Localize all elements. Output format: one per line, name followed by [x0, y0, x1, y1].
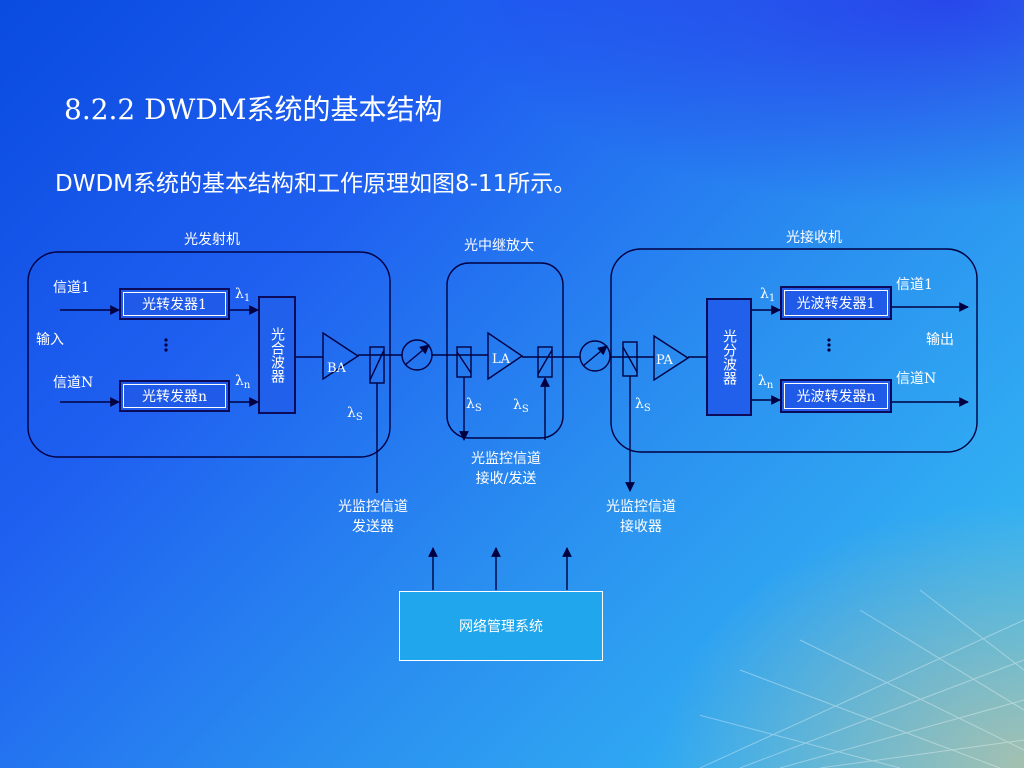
channel-1-input-label: 信道1	[53, 280, 90, 296]
lambda-1-tx: λ1	[235, 286, 251, 304]
transponder-n-label: 光转发器n	[141, 389, 208, 405]
transponder-1-box: 光转发器1	[119, 288, 230, 320]
repeater-group	[446, 262, 564, 439]
lambda-n-rx: λn	[758, 373, 774, 391]
optical-combiner-box: 光合波器	[258, 296, 296, 414]
osc-receiver-label: 光监控信道 接收器	[606, 499, 676, 535]
transponder-1-label: 光转发器1	[142, 297, 207, 313]
optical-combiner-label: 光合波器	[269, 327, 285, 383]
input-label: 输入	[36, 332, 64, 348]
lambda-s-repeater-out: λS	[513, 397, 529, 415]
lambda-n-tx: λn	[235, 373, 251, 391]
channel-n-input-label: 信道N	[53, 375, 94, 391]
wave-transponder-1-box: 光波转发器1	[780, 286, 892, 320]
receiver-group	[610, 248, 978, 453]
channel-1-output-label: 信道1	[896, 277, 933, 293]
decorative-grid-image	[700, 589, 1024, 768]
lambda-1-rx: λ1	[760, 286, 776, 304]
slide-title: 8.2.2 DWDM系统的基本结构	[64, 93, 443, 126]
slide-subtitle: DWDM系统的基本结构和工作原理如图8-11所示。	[55, 171, 577, 197]
wave-transponder-1-label: 光波转发器1	[796, 296, 876, 312]
network-management-system-box: 网络管理系统	[399, 591, 603, 661]
lambda-s-tx: λS	[347, 405, 363, 423]
channel-n-output-label: 信道N	[896, 371, 937, 387]
network-management-system-label: 网络管理系统	[459, 619, 543, 635]
output-label: 输出	[926, 332, 954, 348]
transponder-n-box: 光转发器n	[119, 380, 230, 412]
transmitter-title: 光发射机	[184, 232, 240, 248]
wave-transponder-n-label: 光波转发器n	[796, 389, 876, 405]
wave-transponder-n-box: 光波转发器n	[780, 379, 892, 413]
booster-amp-label: BA	[327, 361, 346, 376]
receiver-title: 光接收机	[786, 230, 842, 246]
repeater-title: 光中继放大	[464, 238, 534, 254]
osc-transmitter-label: 光监控信道 发送器	[338, 499, 408, 535]
line-amp-label: LA	[492, 352, 511, 367]
lambda-s-repeater-in: λS	[466, 396, 482, 414]
osc-transceiver-label: 光监控信道 接收/发送	[471, 451, 541, 487]
lambda-s-rx: λS	[635, 396, 651, 414]
optical-splitter-box: 光分波器	[706, 298, 752, 416]
pre-amp-label: PA	[656, 353, 673, 368]
optical-splitter-label: 光分波器	[721, 329, 737, 385]
